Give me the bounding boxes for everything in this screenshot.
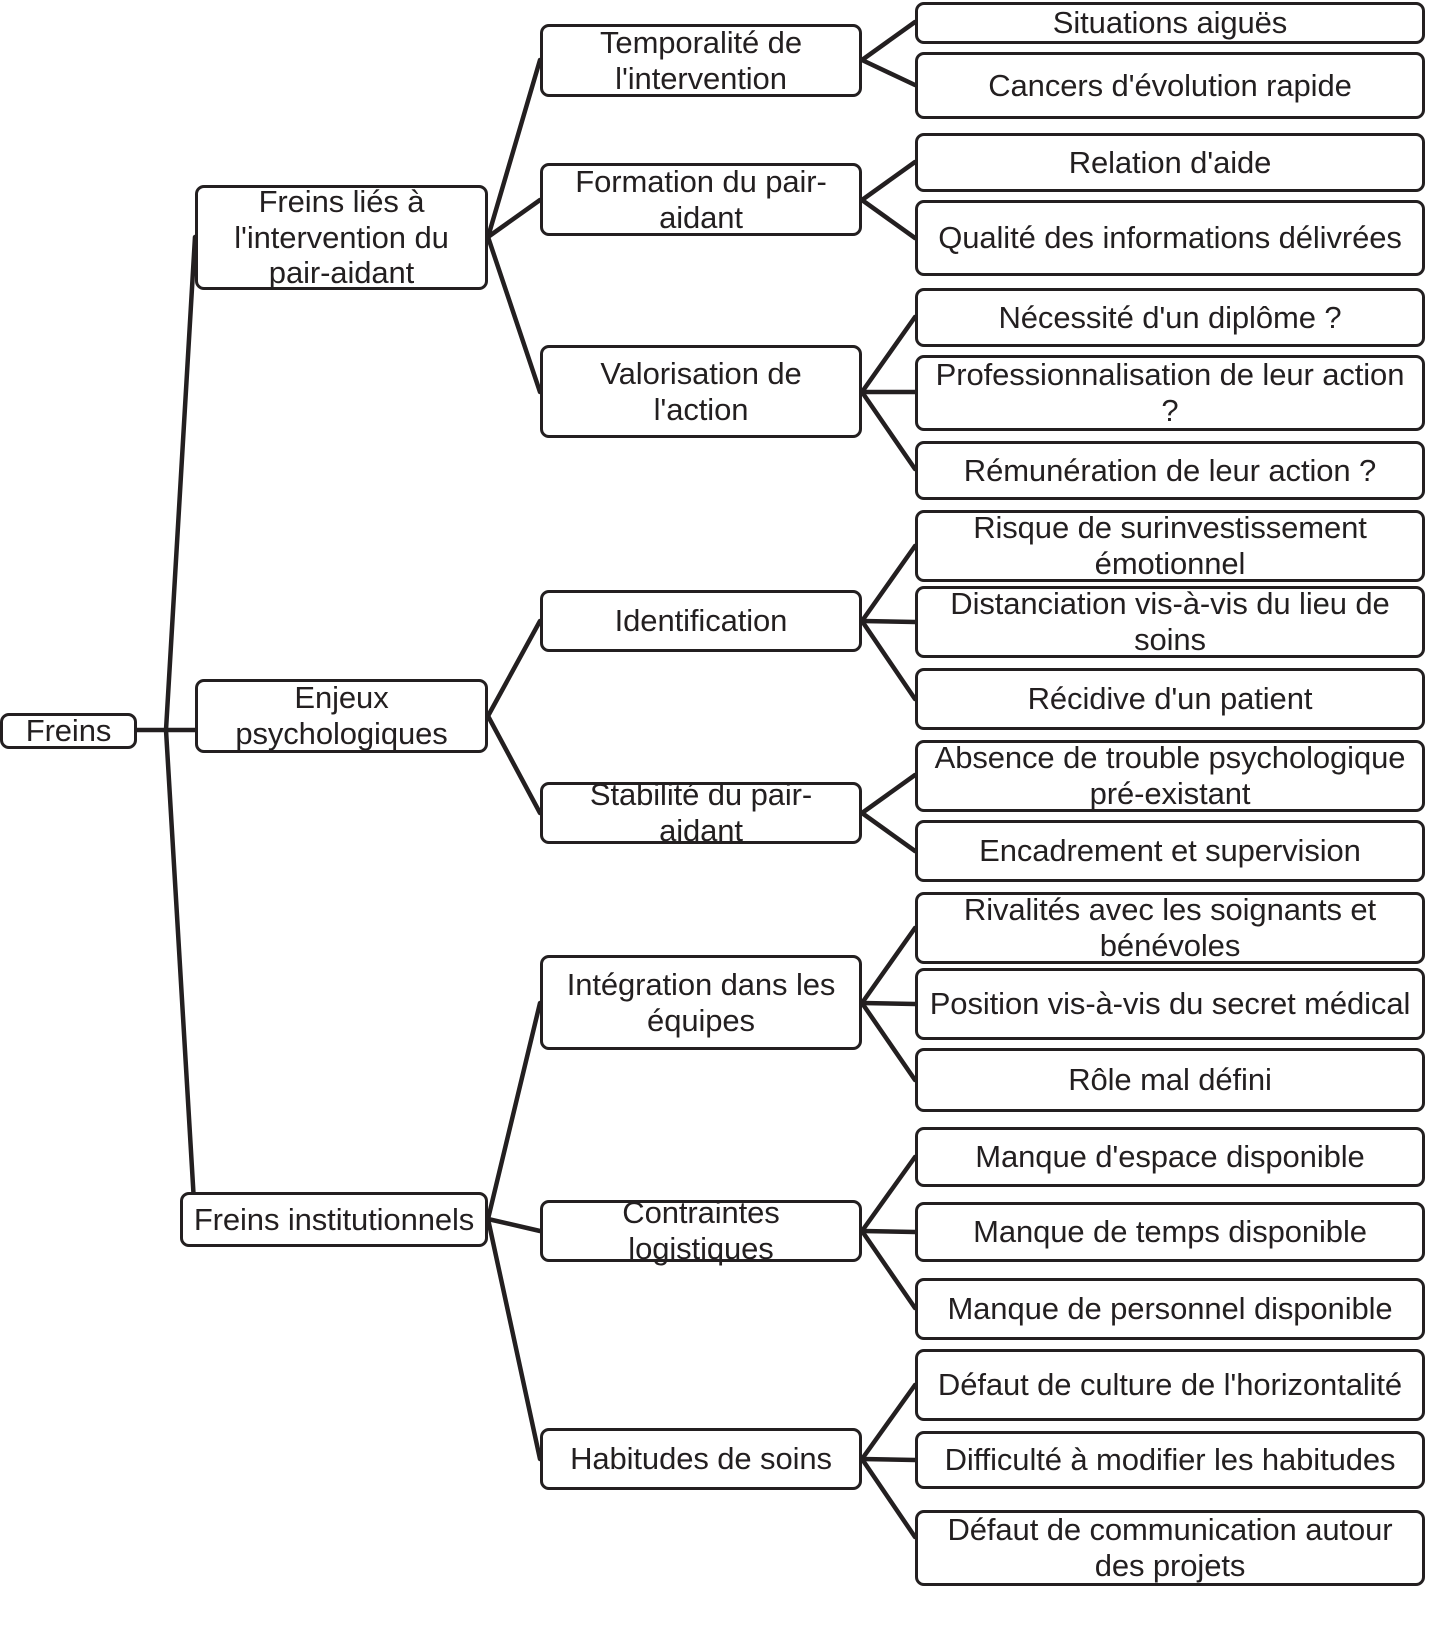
leaf-node-professionnalisation-action[interactable]: Professionnalisation de leur action ? [915,355,1425,431]
leaf-node-remuneration-action[interactable]: Rémunération de leur action ? [915,441,1425,500]
leaf-node-label: Défaut de culture de l'horizontalité [937,1367,1403,1403]
leaf-node-label: Encadrement et supervision [979,833,1361,869]
leaf-node-label: Rivalités avec les soignants et bénévole… [963,892,1377,963]
leaf-node-manque-personnel-disponible[interactable]: Manque de personnel disponible [915,1278,1425,1340]
leaf-node-manque-espace-disponible[interactable]: Manque d'espace disponible [915,1127,1425,1187]
leaf-node-cancers-evolution-rapide[interactable]: Cancers d'évolution rapide [915,52,1425,119]
sub-node-label: Contraintes logistiques [622,1195,780,1266]
leaf-node-label: Nécessité d'un diplôme ? [998,299,1342,335]
sub-node-integration-equipes[interactable]: Intégration dans les équipes [540,955,862,1050]
leaf-node-distanciation-lieu-soins[interactable]: Distanciation vis-à-vis du lieu de soins [915,586,1425,658]
leaf-node-label: Position vis-à-vis du secret médical [929,986,1411,1022]
leaf-node-label: Distanciation vis-à-vis du lieu de soins [950,586,1390,657]
leaf-node-recidive-patient[interactable]: Récidive d'un patient [915,668,1425,730]
leaf-node-label: Difficulté à modifier les habitudes [944,1442,1396,1478]
leaf-node-label: Manque de personnel disponible [947,1291,1393,1327]
leaf-node-difficulte-modifier-habitudes[interactable]: Difficulté à modifier les habitudes [915,1431,1425,1489]
sub-node-label: Habitudes de soins [570,1441,832,1477]
leaf-node-defaut-culture-horizontalite[interactable]: Défaut de culture de l'horizontalité [915,1349,1425,1421]
leaf-node-label: Absence de trouble psychologique pré-exi… [934,740,1406,811]
leaf-node-position-secret-medical[interactable]: Position vis-à-vis du secret médical [915,968,1425,1040]
root-node-label: Freins [25,713,112,749]
leaf-node-label: Manque de temps disponible [973,1214,1367,1250]
leaf-node-qualite-informations-delivrees[interactable]: Qualité des informations délivrées [915,200,1425,276]
leaf-node-necessite-diplome[interactable]: Nécessité d'un diplôme ? [915,288,1425,347]
leaf-node-label: Risque de surinvestissement émotionnel [973,510,1367,581]
branch-node-label: Freins institutionnels [193,1201,475,1237]
branch-node-label: Enjeux psychologiques [235,680,448,751]
leaf-node-encadrement-supervision[interactable]: Encadrement et supervision [915,820,1425,882]
branch-node-label: Freins liés à l'intervention du pair-aid… [234,183,449,291]
root-node-freins[interactable]: Freins [0,713,137,749]
sub-node-label: Valorisation de l'action [600,355,802,427]
sub-node-label: Formation du pair-aidant [575,163,827,235]
sub-node-temporalite-intervention[interactable]: Temporalité de l'intervention [540,24,862,97]
branch-node-freins-lies-intervention[interactable]: Freins liés à l'intervention du pair-aid… [195,183,488,291]
sub-node-label: Intégration dans les équipes [566,966,836,1038]
leaf-node-relation-aide[interactable]: Relation d'aide [915,133,1425,192]
leaf-node-manque-temps-disponible[interactable]: Manque de temps disponible [915,1202,1425,1262]
sub-node-identification[interactable]: Identification [540,590,862,652]
leaf-node-situations-aigues[interactable]: Situations aiguës [915,2,1425,44]
leaf-node-label: Relation d'aide [1068,144,1272,180]
leaf-node-label: Récidive d'un patient [1027,681,1313,717]
leaf-node-role-mal-defini[interactable]: Rôle mal défini [915,1048,1425,1112]
sub-node-habitudes-soins[interactable]: Habitudes de soins [540,1428,862,1490]
sub-node-label: Identification [614,603,788,639]
leaf-node-rivalites-soignants-benevoles[interactable]: Rivalités avec les soignants et bénévole… [915,892,1425,964]
sub-node-valorisation-action[interactable]: Valorisation de l'action [540,345,862,438]
branch-node-enjeux-psychologiques[interactable]: Enjeux psychologiques [195,679,488,753]
leaf-node-risque-surinvestissement-emotionnel[interactable]: Risque de surinvestissement émotionnel [915,510,1425,582]
leaf-node-label: Qualité des informations délivrées [938,220,1402,256]
leaf-node-label: Professionnalisation de leur action ? [935,357,1405,428]
sub-node-stabilite-pair-aidant[interactable]: Stabilité du pair-aidant [540,777,862,848]
leaf-node-label: Situations aiguës [1052,5,1288,41]
leaf-node-label: Rôle mal défini [1068,1062,1272,1098]
sub-node-formation-pair-aidant[interactable]: Formation du pair-aidant [540,163,862,236]
leaf-node-label: Manque d'espace disponible [975,1139,1365,1175]
leaf-node-label: Rémunération de leur action ? [963,452,1377,488]
leaf-node-absence-trouble-psychologique[interactable]: Absence de trouble psychologique pré-exi… [915,740,1425,812]
leaf-node-label: Cancers d'évolution rapide [988,67,1352,103]
sub-node-contraintes-logistiques[interactable]: Contraintes logistiques [540,1195,862,1266]
sub-node-label: Stabilité du pair-aidant [589,777,813,848]
branch-node-freins-institutionnels[interactable]: Freins institutionnels [180,1192,488,1247]
sub-node-label: Temporalité de l'intervention [600,24,802,96]
leaf-node-label: Défaut de communication autour des proje… [947,1512,1393,1583]
leaf-node-defaut-communication-projets[interactable]: Défaut de communication autour des proje… [915,1510,1425,1586]
